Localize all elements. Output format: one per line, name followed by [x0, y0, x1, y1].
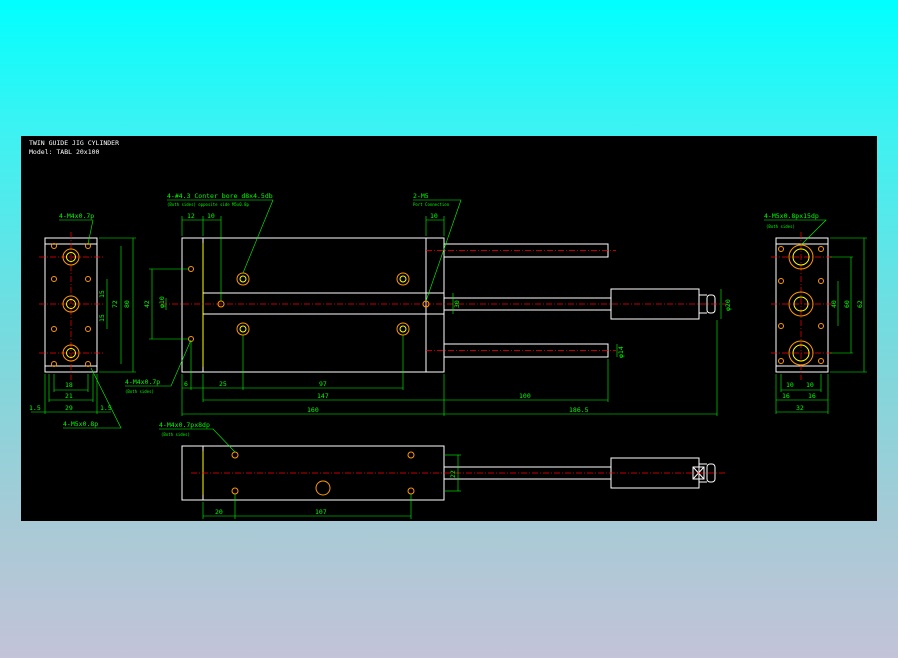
front-view: 4-#4.3 Conter bore d8x4.5db (Both sides)…: [125, 192, 732, 416]
dim-left-72: 72: [111, 300, 119, 308]
dim-bottom-20: 20: [215, 508, 223, 516]
dim-front-6: 6: [184, 380, 188, 388]
callout-tap-bottom: 4-M4x0.7px8dp: [159, 421, 210, 429]
dim-left-15b: 1.5: [100, 404, 112, 412]
cad-drawing: TWIN GUIDE JIG CYLINDER Model: TABL 20x1…: [29, 139, 867, 519]
dim-front-25: 25: [219, 380, 227, 388]
dim-right-62: 62: [856, 300, 864, 308]
callout-tap-front-sub: (Both sides): [125, 389, 154, 394]
dim-front-97: 97: [319, 380, 327, 388]
callout-tap-front: 4-M4x0.7p: [125, 378, 160, 386]
dim-right-16a: 16: [782, 392, 790, 400]
drawing-model: Model: TABL 20x100: [29, 148, 100, 156]
callout-port-sub: Port Connection: [413, 202, 450, 207]
dim-right-40: 40: [830, 300, 838, 308]
dim-left-29: 29: [65, 404, 73, 412]
dim-bottom-107: 107: [315, 508, 327, 516]
callout-tap-right: 4-M5x0.8px15dp: [764, 212, 819, 220]
callout-counterbore: 4-#4.3 Conter bore d8x4.5db: [167, 192, 273, 200]
dim-front-phi10: φ10: [158, 296, 166, 308]
dim-front-100: 100: [519, 392, 531, 400]
dim-front-42: 42: [143, 300, 151, 308]
dim-bottom-22: 22: [449, 470, 457, 478]
bottom-view: 4-M4x0.7px8dp (Both sides) 22 20 107: [159, 421, 726, 519]
dim-left-15c: 15: [98, 290, 106, 298]
drawing-sheet: TWIN GUIDE JIG CYLINDER Model: TABL 20x1…: [21, 136, 877, 521]
dim-left-18: 18: [65, 381, 73, 389]
dim-right-60: 60: [843, 300, 851, 308]
dim-front-10a: 10: [207, 212, 215, 220]
dim-front-1865: 186.5: [569, 406, 589, 414]
dim-right-10a: 10: [786, 381, 794, 389]
drawing-title: TWIN GUIDE JIG CYLINDER: [29, 139, 119, 147]
dim-front-12: 12: [187, 212, 195, 220]
callout-counterbore-sub: (Both sides) opposite side M5x0.8p: [167, 202, 249, 207]
left-end-view: 4-M4x0.7p 4-M5x0.8p 80 72 15 15 18 21 29…: [29, 212, 136, 429]
callout-tap-right-sub: (Both sides): [766, 224, 795, 229]
callout-tap-bottom-sub: (Both sides): [161, 432, 190, 437]
dim-right-32: 32: [796, 404, 804, 412]
right-end-view: 4-M5x0.8px15dp (Both sides) 62 60 40 10 …: [764, 212, 867, 414]
dim-front-147: 147: [317, 392, 329, 400]
dim-left-15a: 1.5: [29, 404, 41, 412]
callout-tap-left-top: 4-M4x0.7p: [59, 212, 94, 220]
dim-right-16b: 16: [808, 392, 816, 400]
callout-tap-left-bottom: 4-M5x0.8p: [63, 420, 98, 428]
dim-front-30: 30: [453, 300, 461, 308]
dim-left-80: 80: [123, 300, 131, 308]
callout-port: 2-M5: [413, 192, 429, 200]
dim-front-10b: 10: [430, 212, 438, 220]
dim-front-160: 160: [307, 406, 319, 414]
dim-right-10b: 10: [806, 381, 814, 389]
dim-front-phi20: φ20: [724, 299, 732, 311]
dim-left-15d: 15: [98, 314, 106, 322]
dim-front-phi14: φ14: [617, 346, 625, 358]
dim-left-21: 21: [65, 392, 73, 400]
